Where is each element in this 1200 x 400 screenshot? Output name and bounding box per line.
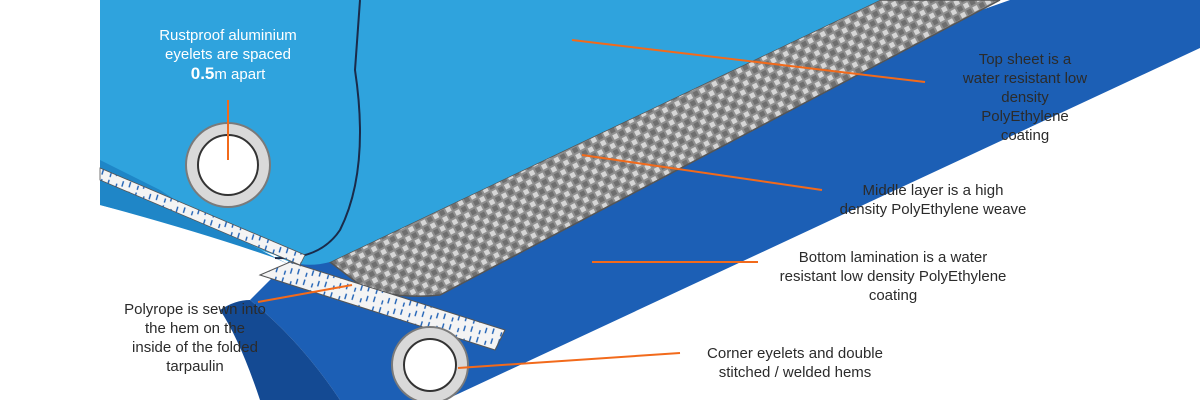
label-top-sheet-line4: PolyEthylene: [981, 108, 1069, 125]
label-middle-layer-line1: Middle layer is a high: [862, 182, 1004, 199]
label-top-sheet-line2: water resistant low: [962, 70, 1088, 87]
label-polyrope-line1: Polyrope is sewn into: [124, 301, 266, 318]
corner-eyelet-icon: [391, 326, 469, 400]
label-top-sheet-line5: coating: [1000, 127, 1050, 144]
label-bottom-lamination: Bottom lamination is a water resistant l…: [748, 248, 1038, 305]
label-polyrope: Polyrope is sewn into the hem on the ins…: [100, 300, 290, 376]
fold-outline: [274, 0, 361, 260]
label-polyrope-line3: inside of the folded: [132, 339, 258, 356]
label-middle-layer: Middle layer is a high density PolyEthyl…: [818, 181, 1048, 219]
label-top-sheet: Top sheet is a water resistant low densi…: [920, 50, 1130, 145]
upper-rope-edge: [99, 167, 306, 266]
eyelet-spacing-unit: m apart: [214, 66, 266, 83]
lower-fold: [220, 300, 340, 400]
label-corner-eyelets: Corner eyelets and double stitched / wel…: [680, 344, 910, 382]
leader-corner-eyelets: [457, 352, 681, 369]
label-eyelets: Rustproof aluminium eyelets are spaced 0…: [118, 26, 338, 84]
label-corner-eyelets-line2: stitched / welded hems: [718, 364, 872, 381]
bottom-lamination-layer: [250, 0, 1200, 400]
eyelet-spacing-value: 0.5: [190, 64, 215, 83]
label-top-sheet-line3: density: [1001, 89, 1049, 106]
label-polyrope-line2: the hem on the: [144, 320, 246, 337]
label-bottom-lamination-line3: coating: [868, 287, 918, 304]
label-corner-eyelets-line1: Corner eyelets and double: [707, 345, 883, 362]
leader-polyrope: [257, 284, 353, 303]
leader-middle-layer: [581, 154, 823, 191]
label-polyrope-line4: tarpaulin: [166, 358, 224, 375]
leader-lines: [227, 39, 926, 369]
leader-top-sheet: [571, 39, 926, 83]
label-eyelets-line3: 0.5m apart: [118, 64, 338, 84]
polyrope: [258, 261, 506, 351]
label-middle-layer-line2: density PolyEthylene weave: [839, 201, 1027, 218]
label-bottom-lamination-line2: resistant low density PolyEthylene: [779, 268, 1007, 285]
label-top-sheet-line1: Top sheet is a: [978, 51, 1072, 68]
label-bottom-lamination-line1: Bottom lamination is a water: [798, 249, 988, 266]
label-eyelets-line2: eyelets are spaced: [165, 46, 291, 63]
label-eyelets-line1: Rustproof aluminium: [159, 27, 297, 44]
top-sheet-layer: [100, 0, 880, 265]
